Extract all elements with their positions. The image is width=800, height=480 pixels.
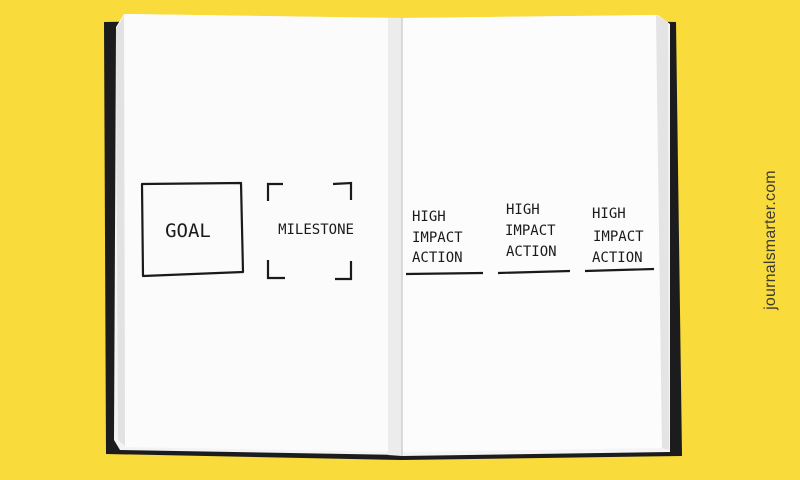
action-item-1: HIGH IMPACT ACTION xyxy=(405,209,484,276)
action-3-line-3: ACTION xyxy=(592,250,643,266)
action-2-underline xyxy=(497,269,571,275)
svg-text:HIGH IMPACT ACTION: HIGH IMPACT ACTION xyxy=(412,209,471,266)
action-2-line-1: HIGH xyxy=(506,202,540,218)
action-2-line-3: ACTION xyxy=(506,244,557,260)
action-1-line-1: HIGH xyxy=(412,209,446,225)
goal-box: GOAL xyxy=(140,181,245,278)
svg-text:HIGH IMPACT ACTION: HIGH IMPACT ACTION xyxy=(505,202,564,260)
action-item-3: HIGH IMPACT ACTION xyxy=(584,206,655,273)
svg-text:HIGH IMPACT ACTION: HIGH IMPACT ACTION xyxy=(592,206,652,266)
left-page xyxy=(114,14,402,455)
action-1-line-3: ACTION xyxy=(412,250,463,266)
action-3-line-2: IMPACT xyxy=(593,229,644,245)
action-1-underline xyxy=(405,271,484,276)
action-2-line-2: IMPACT xyxy=(505,223,556,239)
action-1-line-2: IMPACT xyxy=(412,230,463,246)
action-item-2: HIGH IMPACT ACTION xyxy=(497,202,571,275)
goal-label: GOAL xyxy=(165,220,211,242)
right-page xyxy=(402,15,670,456)
watermark-text: journalsmarter.com xyxy=(762,170,779,310)
action-3-underline xyxy=(584,267,655,273)
milestone-label: MILESTONE xyxy=(278,222,354,238)
spine-gutter xyxy=(388,18,403,456)
action-3-line-1: HIGH xyxy=(592,206,626,222)
milestone-box: MILESTONE xyxy=(266,181,354,281)
